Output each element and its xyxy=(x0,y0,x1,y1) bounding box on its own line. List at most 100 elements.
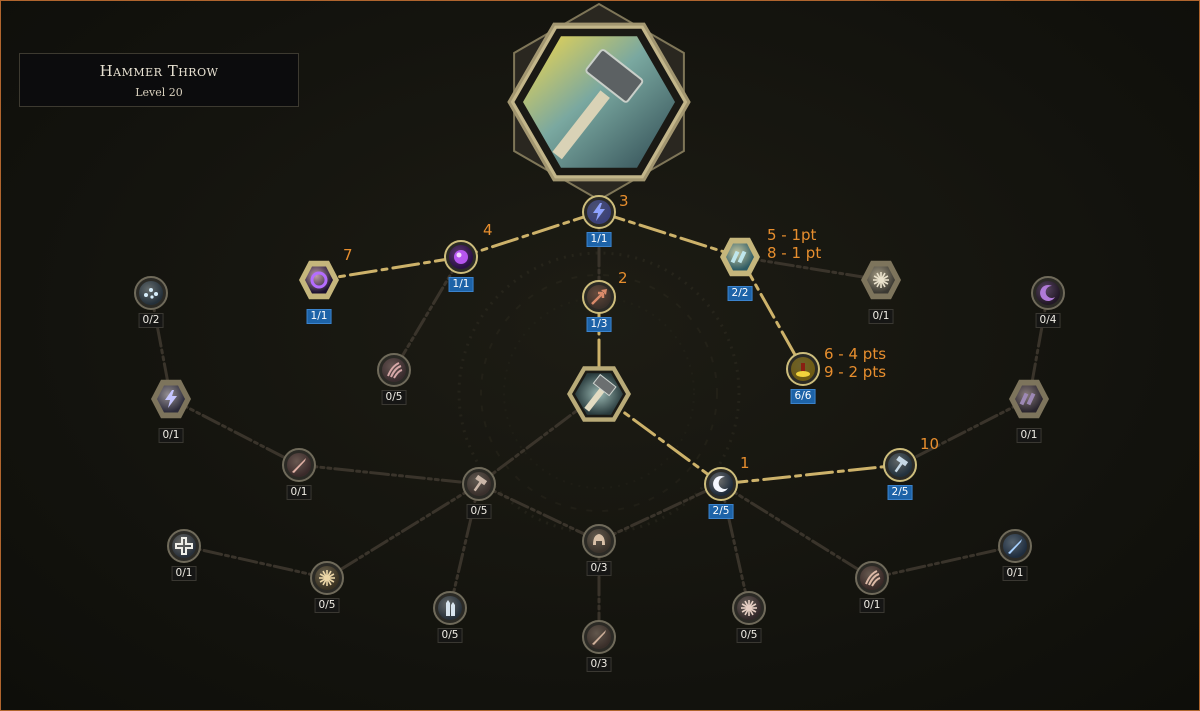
hammer-icon xyxy=(473,474,488,492)
skill-node-skull_helm[interactable] xyxy=(582,524,616,558)
white-crescent-icon xyxy=(713,475,728,492)
skill-node-crescent_white[interactable] xyxy=(704,467,738,501)
path-axe_center_left-spires xyxy=(448,482,481,610)
fists-icon xyxy=(865,570,881,587)
skill-title-panel: Hammer Throw Level 20 xyxy=(19,53,299,107)
annotation-line: 4 xyxy=(483,221,493,239)
annotation-line: 7 xyxy=(343,246,353,264)
order-annotation-lightning: 3 xyxy=(619,192,629,210)
skill-node-dagger[interactable] xyxy=(282,448,316,482)
node-rank-badge: 1/3 xyxy=(586,317,612,332)
path-crescent_white-fists xyxy=(719,482,874,580)
cross-icon xyxy=(175,537,193,555)
broken-blade-icon xyxy=(592,630,606,645)
node-rank-badge: 0/3 xyxy=(586,561,612,576)
node-rank-badge: 0/4 xyxy=(1035,313,1061,328)
skill-level: Level 20 xyxy=(135,86,183,99)
skill-node-void_orb[interactable] xyxy=(444,240,478,274)
path-flower-cross xyxy=(182,544,329,580)
path-void_orb-claw xyxy=(392,255,463,372)
order-annotation-hex_void_left: 7 xyxy=(343,246,353,264)
node-rank-badge: 0/2 xyxy=(138,313,164,328)
arrowhead-icon xyxy=(591,289,607,305)
path-lightning-hex_storm xyxy=(597,210,742,259)
skill-node-moon[interactable] xyxy=(1031,276,1065,310)
path-dagger-axe_center_left xyxy=(297,463,481,486)
node-rank-badge: 2/5 xyxy=(887,485,913,500)
node-rank-badge: 0/5 xyxy=(466,504,492,519)
skill-node-hex_lightning_left[interactable] xyxy=(151,379,191,419)
chains-icon xyxy=(1019,392,1036,406)
node-rank-badge: 0/5 xyxy=(314,598,340,613)
skill-node-broken_blade[interactable] xyxy=(582,620,616,654)
path-void_orb-hex_void_left xyxy=(317,255,463,282)
helm-icon xyxy=(593,534,605,545)
lightning-bolt-icon xyxy=(593,203,605,221)
ice-blade-icon xyxy=(1008,539,1022,554)
order-annotation-crescent_white: 1 xyxy=(740,454,750,472)
node-rank-badge: 1/1 xyxy=(306,309,332,324)
skill-name: Hammer Throw xyxy=(99,62,219,80)
annotation-line: 1 xyxy=(740,454,750,472)
skill-node-spires[interactable] xyxy=(433,591,467,625)
chain-lightning-icon xyxy=(165,390,177,408)
skill-node-arrowhead[interactable] xyxy=(582,280,616,314)
path-hex_storm-hex_spikes xyxy=(738,255,883,282)
node-rank-badge: 0/1 xyxy=(171,566,197,581)
node-rank-badge: 0/3 xyxy=(586,657,612,672)
rune-flower-icon xyxy=(319,570,335,586)
path-crescent_white-star_shield xyxy=(719,482,751,610)
star-shield-icon xyxy=(741,600,757,616)
skill-node-hex_storm[interactable] xyxy=(720,237,760,277)
skill-node-hex_spikes[interactable] xyxy=(861,260,901,300)
order-annotation-arrowhead: 2 xyxy=(618,269,628,287)
node-rank-badge: 0/5 xyxy=(381,390,407,405)
skill-node-spark_dots[interactable] xyxy=(134,276,168,310)
skill-node-pickaxe[interactable] xyxy=(883,448,917,482)
skill-node-star_shield[interactable] xyxy=(732,591,766,625)
void-ring-icon xyxy=(310,271,328,289)
node-rank-badge: 0/1 xyxy=(158,428,184,443)
node-rank-badge: 2/2 xyxy=(727,286,753,301)
crescent-icon xyxy=(1040,284,1055,301)
node-rank-badge: 0/5 xyxy=(736,628,762,643)
path-hex_storm-totem xyxy=(738,255,805,371)
node-rank-badge: 0/1 xyxy=(1016,428,1042,443)
skill-node-fists[interactable] xyxy=(855,561,889,595)
skill-node-hex_chains_right[interactable] xyxy=(1009,379,1049,419)
node-rank-badge: 0/5 xyxy=(437,628,463,643)
skill-node-claw[interactable] xyxy=(377,353,411,387)
annotation-line: 5 - 1pt xyxy=(767,226,817,244)
skill-node-hex_void_left[interactable] xyxy=(299,260,339,300)
node-rank-badge: 2/5 xyxy=(708,504,734,519)
main-skill-icon[interactable] xyxy=(507,2,691,202)
skill-node-flower[interactable] xyxy=(310,561,344,595)
skill-node-axe_center_left[interactable] xyxy=(462,467,496,501)
order-annotation-pickaxe: 10 xyxy=(920,435,939,453)
annotation-line: 8 - 1 pt xyxy=(767,244,822,262)
annotation-line: 3 xyxy=(619,192,629,210)
node-rank-badge: 0/1 xyxy=(868,309,894,324)
skill-node-lightning[interactable] xyxy=(582,195,616,229)
path-lightning-void_orb xyxy=(459,210,601,259)
skill-node-totem[interactable] xyxy=(786,352,820,386)
node-rank-badge: 1/1 xyxy=(586,232,612,247)
path-crescent_white-pickaxe xyxy=(719,463,902,486)
node-rank-badge: 0/1 xyxy=(1002,566,1028,581)
annotation-line: 10 xyxy=(920,435,940,453)
totem-icon xyxy=(796,363,810,377)
annotation-line: 6 - 4 pts xyxy=(824,345,887,363)
skill-node-cross[interactable] xyxy=(167,529,201,563)
spike-burst-icon xyxy=(873,272,889,288)
pickaxe-icon xyxy=(894,455,909,473)
hammer-throw-center-node[interactable] xyxy=(567,366,631,422)
path-skull_helm-crescent_white xyxy=(597,482,723,543)
skill-node-blue_sword[interactable] xyxy=(998,529,1032,563)
order-annotation-void_orb: 4 xyxy=(483,221,493,239)
void-orb-icon xyxy=(454,250,468,264)
annotation-line: 2 xyxy=(618,269,628,287)
